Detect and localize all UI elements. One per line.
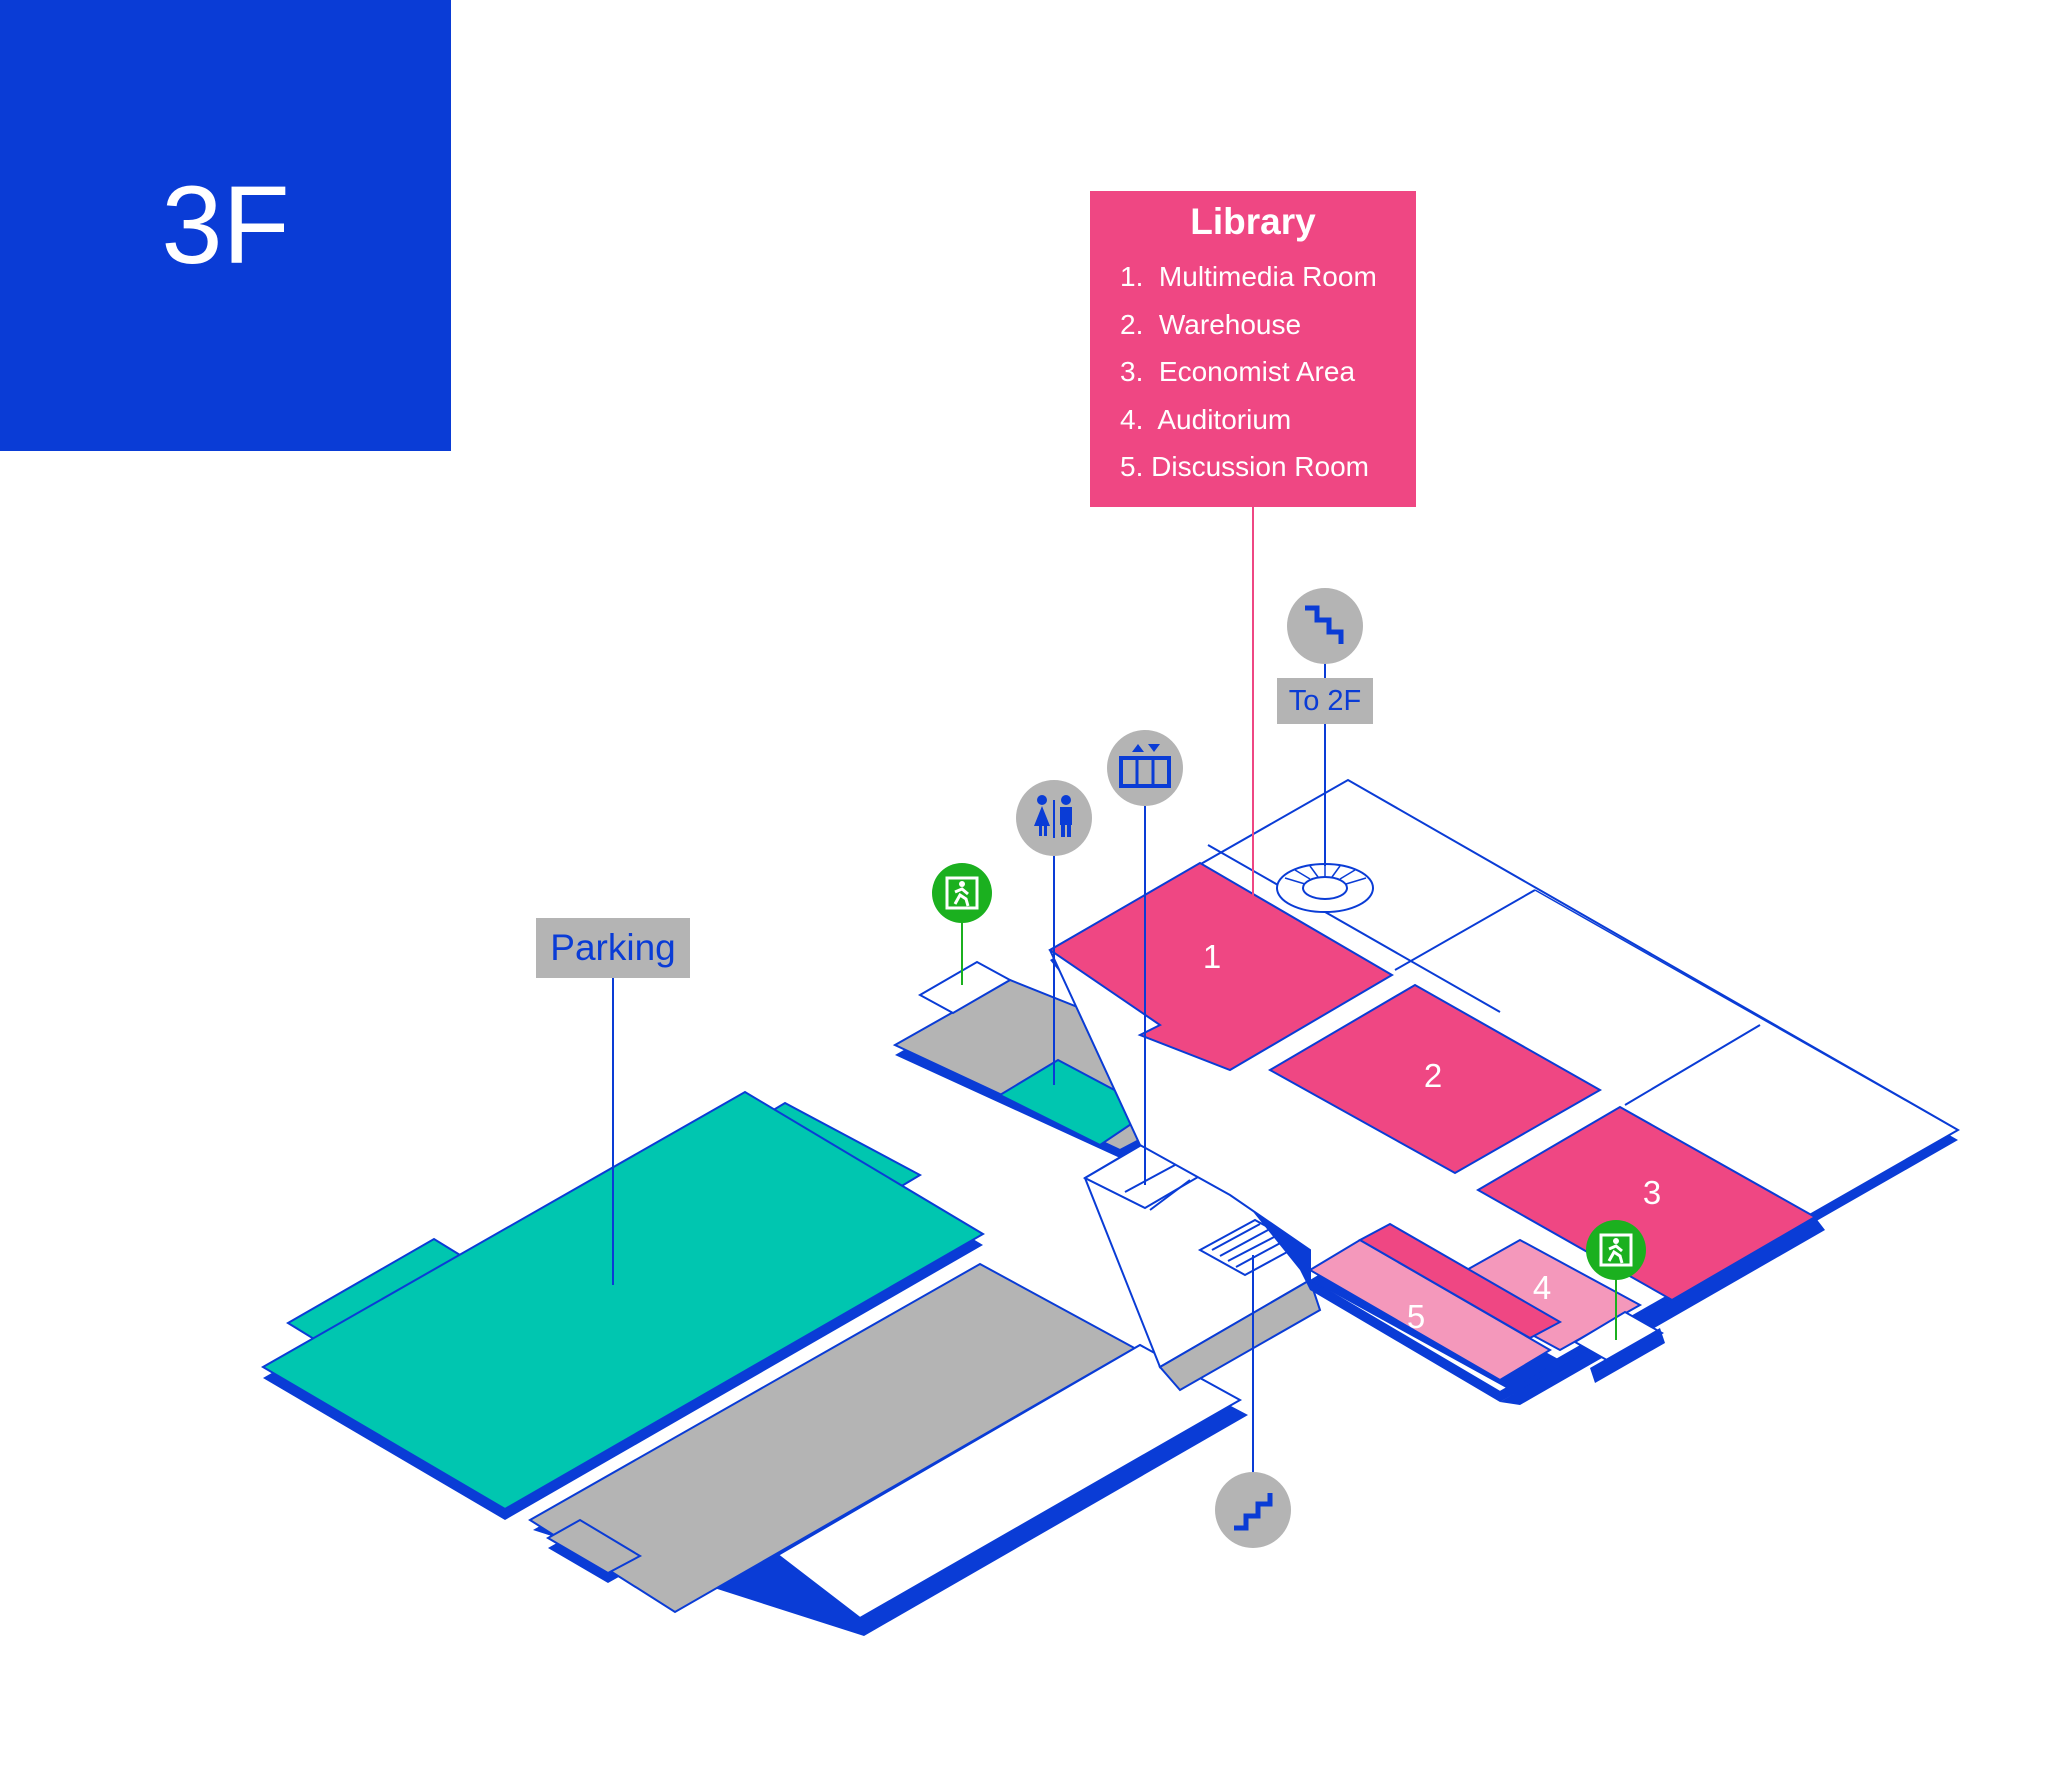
- room-2-warehouse[interactable]: [1267, 983, 1603, 1175]
- room-1-multimedia[interactable]: [1048, 861, 1394, 1072]
- legend-item-name: Discussion Room: [1151, 451, 1369, 482]
- emergency-exit-icon[interactable]: [1586, 1220, 1646, 1280]
- exit-platform-right: [1573, 1310, 1664, 1365]
- stairs-up-icon[interactable]: [1215, 1472, 1291, 1548]
- legend-item[interactable]: 3. Economist Area: [1120, 348, 1416, 396]
- room-number-2: 2: [1424, 1057, 1442, 1094]
- legend-item-number: 3.: [1120, 356, 1144, 387]
- legend-item-number: 1.: [1120, 261, 1144, 292]
- room-number-3: 3: [1643, 1174, 1661, 1211]
- stairs-down-icon[interactable]: [1287, 588, 1363, 664]
- elevator-icon[interactable]: [1107, 730, 1183, 806]
- legend-item[interactable]: 5. Discussion Room: [1120, 443, 1416, 491]
- legend-item-number: 5.: [1120, 451, 1144, 482]
- room-number-4: 4: [1533, 1269, 1551, 1306]
- library-legend: Library 1. Multimedia Room 2. Warehouse …: [1090, 191, 1416, 507]
- parking-label[interactable]: Parking: [536, 918, 690, 978]
- room-number-1: 1: [1203, 938, 1221, 975]
- legend-item-name: Warehouse: [1158, 308, 1302, 340]
- floor-badge: 3F: [0, 0, 451, 451]
- legend-list: 1. Multimedia Room 2. Warehouse 3. Econo…: [1090, 253, 1416, 491]
- restroom-icon[interactable]: [1016, 780, 1092, 856]
- spiral-staircase: [1276, 863, 1374, 913]
- legend-item-number: 2.: [1120, 308, 1144, 340]
- legend-item-name: Auditorium: [1157, 403, 1292, 435]
- legend-item-name: Economist Area: [1158, 356, 1356, 387]
- floor-label: 3F: [161, 164, 290, 287]
- legend-item[interactable]: 1. Multimedia Room: [1120, 253, 1416, 301]
- legend-item-name: Multimedia Room: [1158, 261, 1377, 292]
- parking-area[interactable]: [261, 1090, 985, 1520]
- room-5-discussion[interactable]: [1308, 1222, 1563, 1390]
- legend-item[interactable]: 4. Auditorium: [1120, 396, 1416, 444]
- legend-item-number: 4.: [1120, 403, 1144, 435]
- gray-lower-block: [528, 1262, 1248, 1636]
- emergency-exit-icon[interactable]: [932, 863, 992, 923]
- legend-title: Library: [1190, 201, 1316, 242]
- room-number-5: 5: [1407, 1298, 1425, 1335]
- to-2f-label[interactable]: To 2F: [1277, 678, 1373, 724]
- legend-item[interactable]: 2. Warehouse: [1120, 301, 1416, 349]
